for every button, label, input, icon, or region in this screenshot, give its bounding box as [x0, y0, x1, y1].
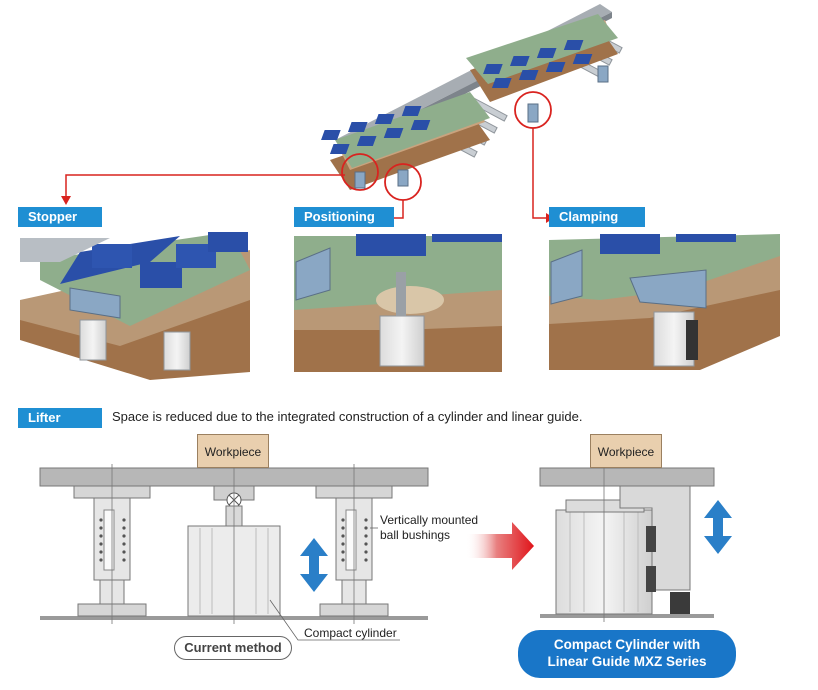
clamping-label: Clamping	[549, 207, 645, 227]
mxz-series-line-1: Compact Cylinder with	[553, 637, 701, 652]
mxz-series-diagram	[539, 464, 732, 622]
current-method-diagram	[39, 464, 429, 641]
stopper-label: Stopper	[18, 207, 102, 227]
mxz-series-line-2: Linear Guide MXZ Series	[547, 654, 707, 669]
current-method-badge: Current method	[174, 636, 292, 660]
positioning-detail-image	[294, 234, 502, 372]
transition-arrow	[466, 522, 534, 570]
workpiece-left: Workpiece	[197, 434, 269, 468]
workpiece-left-text: Workpiece	[204, 445, 262, 459]
conveyor-overview	[61, 4, 623, 223]
lifter-label: Lifter	[18, 408, 102, 428]
compact-cylinder-note: Compact cylinder	[304, 626, 397, 640]
stopper-detail-image	[18, 232, 250, 380]
clamping-detail-image	[549, 234, 780, 370]
ball-bushings-note: Vertically mounted ball bushings	[380, 513, 478, 543]
ball-bushings-line-1: Vertically mounted	[380, 513, 479, 527]
workpiece-right-text: Workpiece	[597, 445, 655, 459]
mxz-series-badge: Compact Cylinder with Linear Guide MXZ S…	[518, 630, 736, 678]
workpiece-right: Workpiece	[590, 434, 662, 468]
lifter-caption: Space is reduced due to the integrated c…	[112, 409, 583, 424]
ball-bushings-line-2: ball bushings	[380, 528, 451, 542]
positioning-label: Positioning	[294, 207, 394, 227]
